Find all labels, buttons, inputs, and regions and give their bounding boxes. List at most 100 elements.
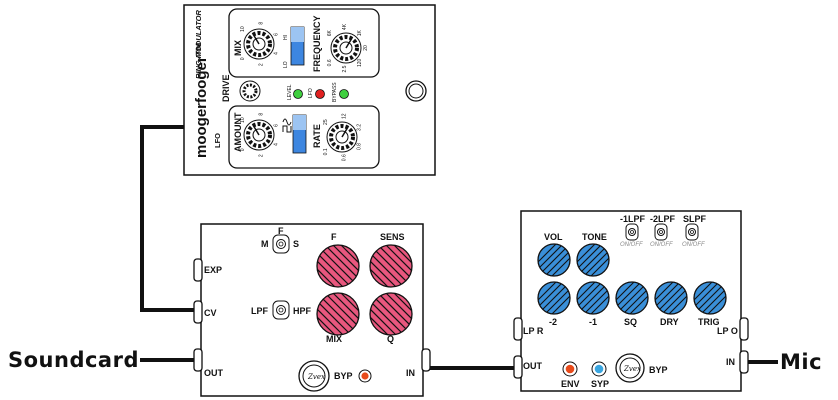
freqScale-tick-2: 120: [357, 58, 363, 67]
in-jack[interactable]: [421, 348, 431, 372]
out-label-2: OUT: [523, 361, 543, 371]
in-jack-2[interactable]: [739, 350, 749, 374]
amountScale-tick-5: 10: [240, 117, 246, 123]
dry-knob[interactable]: [641, 281, 701, 315]
tone-label: TONE: [582, 232, 607, 242]
frequency-knob[interactable]: [330, 32, 362, 64]
rate-label: RATE: [312, 124, 322, 148]
rateScale-tick-2: 0.8: [357, 143, 363, 150]
svg-text:Zvex: Zvex: [307, 373, 325, 381]
modulator-section: [228, 8, 380, 78]
hpf-label: HPF: [293, 306, 312, 316]
sw2-label: -2LPF: [650, 214, 676, 224]
freqScale-tick-6: 6K: [327, 29, 333, 36]
byp-footswitch[interactable]: Zvex: [298, 360, 330, 392]
filter-pedal: EXP CV OUT IN F M S LPF HPF F SENS MIX Q: [193, 223, 436, 397]
freqScale-tick-4: 1K: [357, 29, 363, 36]
lfo-title: LFO: [213, 133, 222, 148]
k-sq-label: SQ: [624, 317, 637, 327]
moogerfooger-panel: [183, 4, 436, 176]
lfo-section: [228, 105, 380, 169]
rateScale-tick-0: 0.1: [323, 148, 329, 155]
cv-jack[interactable]: [193, 300, 203, 324]
out-jack[interactable]: [193, 348, 203, 372]
onoff1-label: ON/OFF: [620, 242, 643, 248]
rateScale-tick-3: 3.2: [357, 124, 363, 131]
syp-label: SYP: [591, 379, 609, 389]
moogerfooger-ring-modulator: moogerfooger™ RING MODULATOR MIX 0246810…: [183, 4, 436, 176]
m-switch-label: M: [261, 239, 269, 249]
freqScale-tick-3: 20: [363, 45, 369, 51]
q-knob[interactable]: [346, 292, 436, 336]
tone-knob[interactable]: [563, 243, 623, 277]
cv-label: CV: [204, 308, 217, 318]
lpf-hpf-toggle-switch[interactable]: [272, 300, 290, 320]
rateScale-tick-5: 25: [323, 119, 329, 125]
slpf-toggle[interactable]: [685, 223, 699, 241]
drive-label: DRIVE: [221, 74, 231, 102]
lp-r-jack[interactable]: [513, 317, 523, 341]
f-knob[interactable]: [293, 244, 383, 288]
fms-toggle-switch[interactable]: [272, 234, 290, 254]
waveform-icon: [282, 118, 292, 133]
mic-label: Mic: [780, 350, 822, 374]
vol-knob[interactable]: [524, 243, 584, 277]
byp-footswitch-2[interactable]: Zvex: [615, 353, 645, 383]
k-dry-label: DRY: [660, 317, 679, 327]
amountScale-tick-4: 8: [258, 113, 264, 116]
waveform-switch[interactable]: [292, 114, 307, 154]
mixScale-tick-2: 4: [274, 52, 280, 55]
hi-lo-switch[interactable]: [290, 26, 305, 66]
mix-knob-pink[interactable]: [293, 292, 383, 336]
amountScale-tick-3: 6: [274, 124, 280, 127]
sens-knob[interactable]: [346, 244, 436, 288]
byp-label-2: BYP: [649, 365, 668, 375]
trig-knob[interactable]: [680, 281, 740, 315]
level-label: LEVEL: [287, 84, 293, 100]
exp-jack[interactable]: [193, 258, 203, 282]
k-trig-label: TRIG: [698, 317, 720, 327]
exp-label: EXP: [204, 265, 222, 275]
rate-knob[interactable]: [326, 121, 358, 153]
freqScale-tick-1: 2.5: [342, 65, 348, 72]
rateScale-tick-4: 12: [341, 113, 347, 119]
out-label: OUT: [204, 368, 224, 378]
drive-knob[interactable]: [239, 80, 261, 102]
frequency-label: FREQUENCY: [312, 15, 322, 72]
lpf1-toggle[interactable]: [625, 223, 639, 241]
out-jack-2[interactable]: [513, 355, 523, 379]
onoff3-label: ON/OFF: [682, 242, 705, 248]
k-m1-label: -1: [589, 317, 597, 327]
switch-hi-label: HI: [283, 35, 289, 40]
soundcard-label: Soundcard: [8, 348, 139, 372]
sq-knob[interactable]: [602, 281, 662, 315]
byp-label: BYP: [334, 371, 353, 381]
mix-knob[interactable]: [243, 28, 275, 60]
minus1-knob[interactable]: [563, 281, 623, 315]
bypass-footswitch[interactable]: [405, 80, 427, 102]
vol-label: VOL: [544, 232, 563, 242]
lpf2-toggle[interactable]: [654, 223, 668, 241]
syp-led: [591, 361, 607, 377]
lp-r-label: LP R: [523, 326, 544, 336]
knob-mix-label: MIX: [326, 334, 342, 344]
in-label: IN: [406, 368, 415, 378]
mixScale-tick-5: 10: [240, 26, 246, 32]
amount-knob[interactable]: [243, 119, 275, 151]
lfo-led-label: LFO: [308, 88, 314, 98]
minus2-knob[interactable]: [524, 281, 584, 315]
lp-o-jack[interactable]: [739, 317, 749, 341]
lpf-label: LPF: [251, 306, 269, 316]
cables: [140, 125, 778, 370]
brand-logo: moogerfooger™: [193, 41, 210, 158]
mixScale-tick-4: 8: [258, 22, 264, 25]
sw3-label: SLPF: [683, 214, 707, 224]
knob-f-label: F: [331, 232, 337, 242]
multi-pedal: LP R OUT LP O IN VOL TONE -1LPF -2LPF SL…: [513, 210, 749, 392]
amountScale-tick-1: 2: [258, 154, 264, 157]
in-label-2: IN: [726, 357, 735, 367]
bypass-led-label: BYPASS: [332, 82, 338, 102]
